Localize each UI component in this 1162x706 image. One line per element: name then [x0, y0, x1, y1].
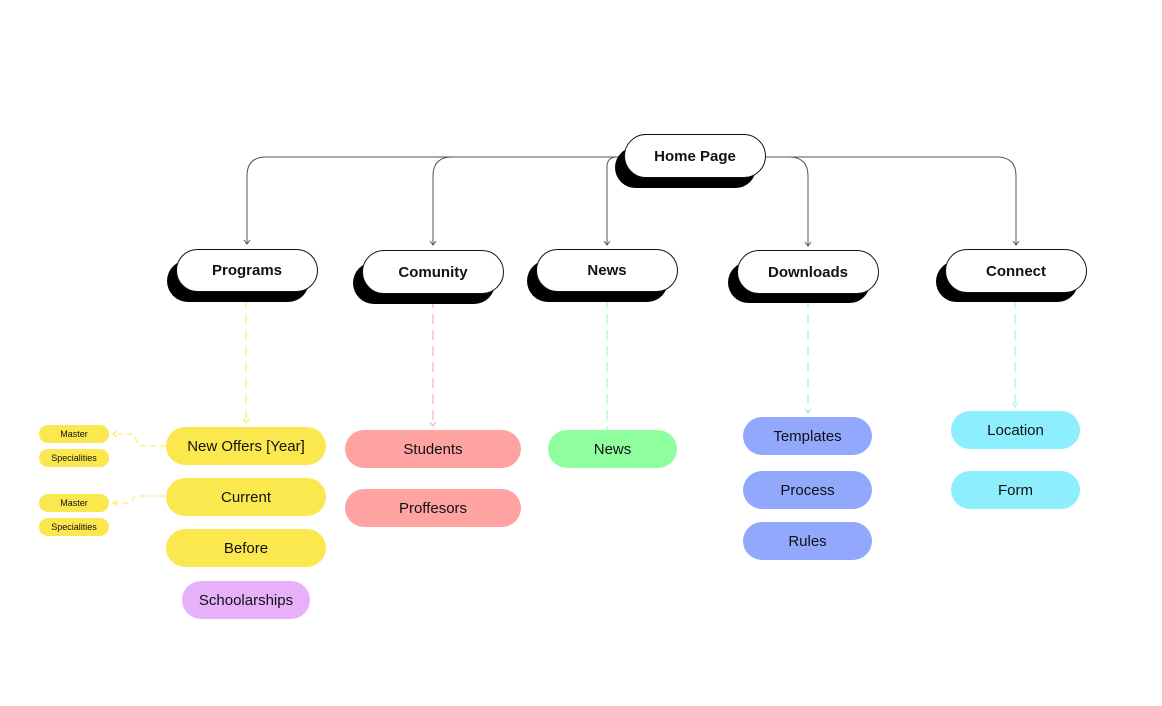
comunity-item-proffesors[interactable]: Proffesors [345, 489, 521, 527]
comunity-node[interactable]: Comunity [362, 250, 504, 294]
programs-item-current[interactable]: Current [166, 478, 326, 516]
programs-item-before[interactable]: Before [166, 529, 326, 567]
connect-item-form[interactable]: Form [951, 471, 1080, 509]
programs-item-schoolarships[interactable]: Schoolarships [182, 581, 310, 619]
news-node[interactable]: News [536, 249, 678, 292]
downloads-node[interactable]: Downloads [737, 250, 879, 294]
current-sub-specialities[interactable]: Specialities [39, 518, 109, 536]
new-offers-sub-specialities[interactable]: Specialities [39, 449, 109, 467]
connector-root-downloads [765, 156, 808, 246]
downloads-item-templates[interactable]: Templates [743, 417, 872, 455]
home-page-node[interactable]: Home Page [624, 134, 766, 178]
comunity-item-students[interactable]: Students [345, 430, 521, 468]
downloads-item-rules[interactable]: Rules [743, 522, 872, 560]
current-sub-master[interactable]: Master [39, 494, 109, 512]
connector-current-sub [113, 495, 165, 503]
connector-root-programs [247, 156, 625, 244]
new-offers-sub-master[interactable]: Master [39, 425, 109, 443]
news-item-news[interactable]: News [548, 430, 677, 468]
programs-node[interactable]: Programs [176, 249, 318, 292]
connect-node[interactable]: Connect [945, 249, 1087, 293]
downloads-item-process[interactable]: Process [743, 471, 872, 509]
connector-root-connect [765, 156, 1016, 245]
programs-item-new-offers[interactable]: New Offers [Year] [166, 427, 326, 465]
connect-item-location[interactable]: Location [951, 411, 1080, 449]
connector-root-comunity [433, 156, 625, 245]
connector-new-offers-sub [113, 434, 166, 447]
